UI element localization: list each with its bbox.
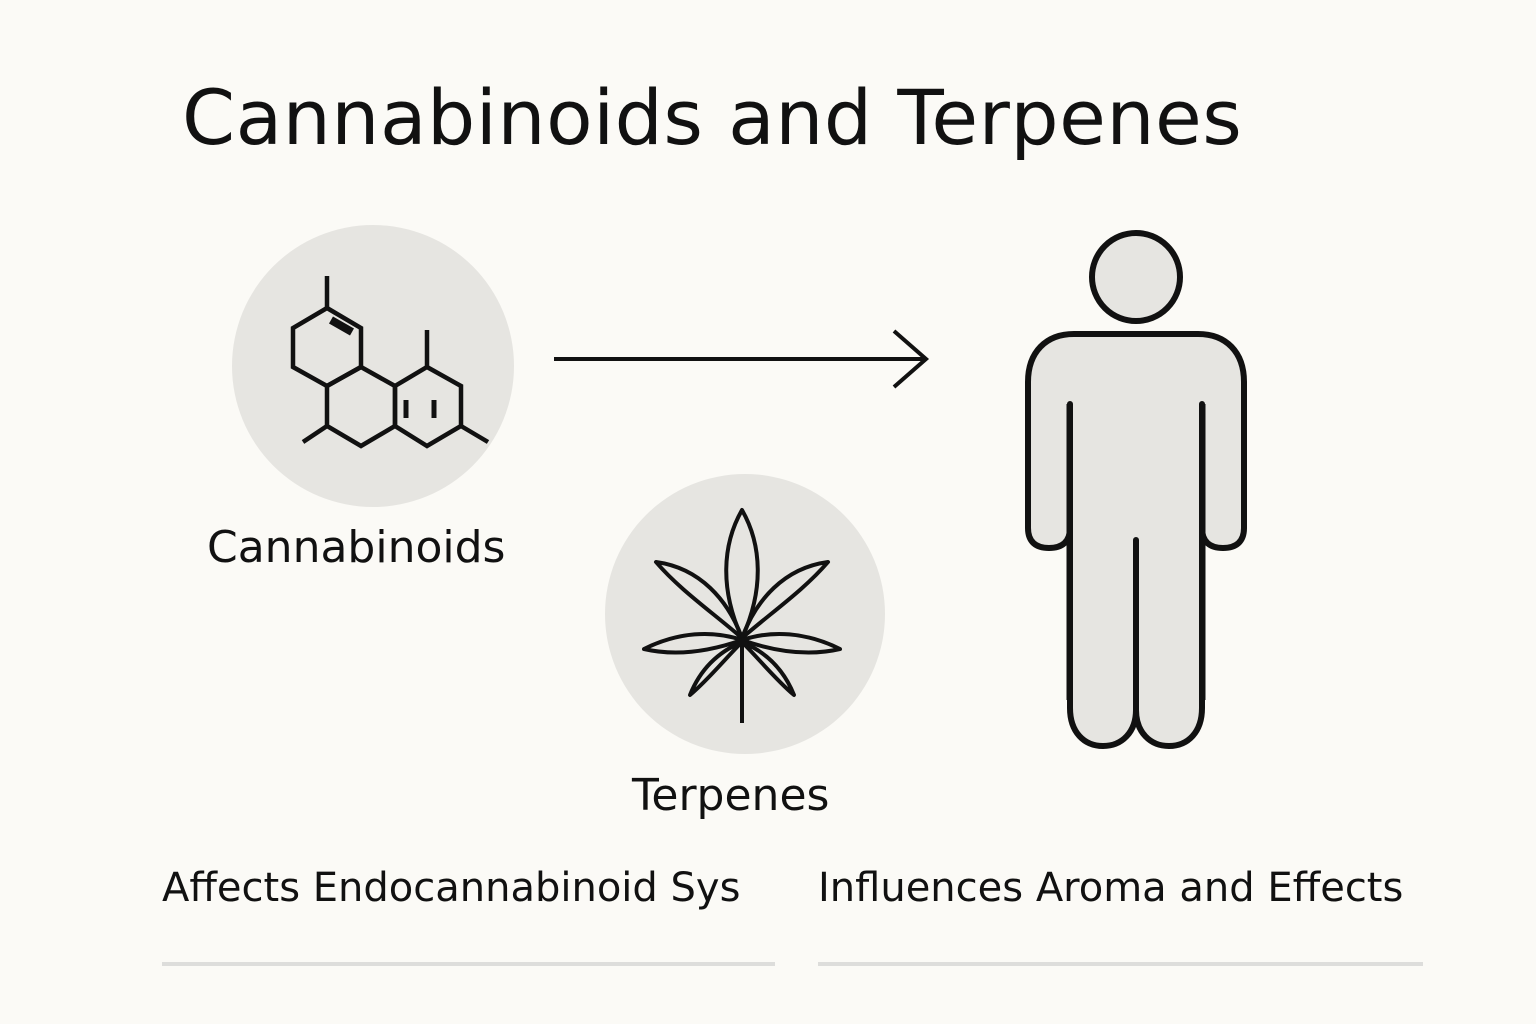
- terpenes-circle: [605, 474, 885, 754]
- divider-left: [162, 962, 775, 966]
- page-title: Cannabinoids and Terpenes: [182, 73, 1243, 162]
- terpenes-node: [605, 474, 885, 754]
- caption-aroma-effects: Influences Aroma and Effects: [818, 865, 1404, 911]
- terpenes-label: Terpenes: [632, 770, 830, 821]
- caption-endocannabinoid: Affects Endocannabinoid Sys: [162, 865, 741, 911]
- person-icon: [1025, 230, 1247, 749]
- person-head: [1089, 230, 1183, 324]
- cannabinoids-circle: [232, 225, 514, 507]
- cannabinoids-label: Cannabinoids: [207, 522, 506, 573]
- cannabinoids-node: [232, 225, 514, 507]
- flow-arrow: [554, 329, 930, 389]
- divider-right: [818, 962, 1423, 966]
- cannabis-leaf-icon: [642, 508, 842, 723]
- molecule-icon: [290, 276, 490, 449]
